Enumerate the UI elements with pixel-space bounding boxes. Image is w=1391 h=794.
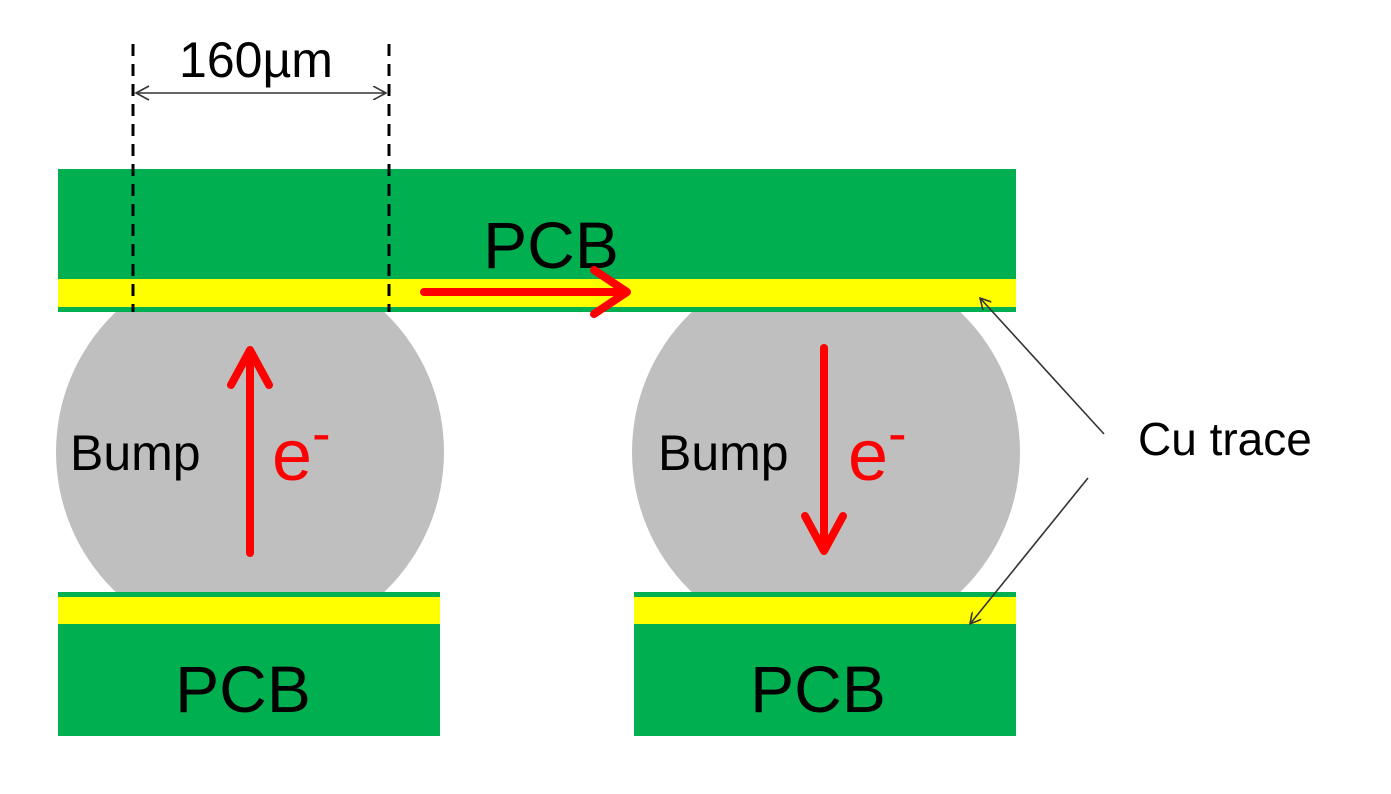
- electron-arrow-down: [801, 344, 847, 555]
- electron-arrow-up: [227, 346, 273, 557]
- pcb-bottom-right-label: PCB: [750, 652, 886, 726]
- dimension-arrow-start-head: [134, 85, 150, 101]
- cu-trace-bottom-right-edge: [634, 592, 1016, 597]
- bump-right-label: Bump: [658, 425, 789, 481]
- electron-left-label: e-: [272, 401, 331, 496]
- electron-right-label: e-: [848, 401, 907, 496]
- cu-trace-bottom-right: [634, 597, 1016, 624]
- pcb-bottom-left-board: [58, 624, 440, 736]
- electron-left-charge: -: [312, 401, 331, 464]
- bump-left-label: Bump: [70, 425, 201, 481]
- cu-trace-label: Cu trace: [1138, 413, 1312, 465]
- cu-trace-bottom-left-edge: [58, 592, 440, 597]
- cu-trace-bottom-left: [58, 597, 440, 624]
- cu-trace-leader-top: [980, 298, 1105, 435]
- electron-left-symbol: e: [272, 416, 312, 496]
- cu-trace-leader-bottom: [970, 477, 1089, 624]
- pcb-bottom-left-label: PCB: [175, 652, 311, 726]
- pcb-top-board: [58, 169, 1016, 279]
- dimension-label: 160µm: [179, 32, 333, 88]
- pcb-bottom-right-board: [634, 624, 1016, 736]
- current-arrow-horizontal: [420, 266, 631, 318]
- electron-right-charge: -: [888, 401, 907, 464]
- electron-right-symbol: e: [848, 416, 888, 496]
- cu-trace-top-edge: [58, 307, 1016, 312]
